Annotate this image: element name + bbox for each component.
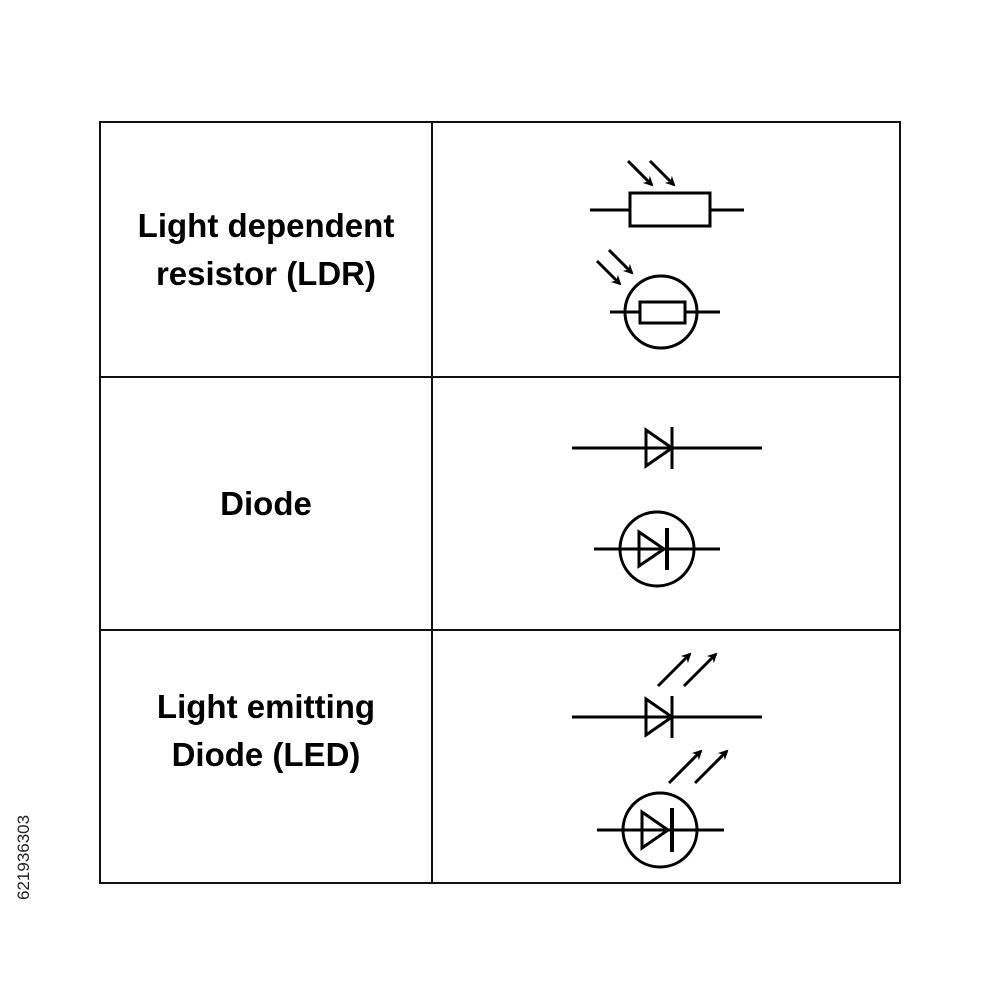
row-diode-label: Diode bbox=[220, 484, 312, 522]
row-ldr-label-line2: resistor (LDR) bbox=[155, 254, 376, 292]
row-divider-1 bbox=[101, 376, 899, 378]
light-arrow-icon bbox=[648, 159, 676, 187]
emitted-light-arrow-icon bbox=[667, 749, 703, 785]
row-divider-2 bbox=[101, 629, 899, 631]
emitted-light-arrow-icon bbox=[682, 652, 718, 688]
emitted-light-arrow-icon bbox=[656, 652, 692, 688]
light-arrow-icon bbox=[595, 259, 622, 286]
row-led-label: Light emitting Diode (LED) bbox=[157, 683, 375, 779]
row-diode-label-cell: Diode bbox=[101, 378, 431, 629]
symbol-table: Light dependent resistor (LDR) Diode Lig… bbox=[99, 121, 901, 884]
row-ldr-label: Light dependent resistor (LDR) bbox=[138, 202, 395, 298]
light-arrow-icon bbox=[626, 159, 654, 187]
row-led-label-line1: Light emitting bbox=[156, 688, 376, 725]
row-led-label-line2: Diode (LED) bbox=[171, 736, 361, 773]
stock-id-text: 621936303 bbox=[14, 814, 33, 900]
diode-symbol bbox=[572, 427, 762, 469]
stock-id-vertical: 621936303 bbox=[8, 760, 38, 900]
led-circle-symbol bbox=[597, 749, 729, 869]
ldr-circle-symbol bbox=[595, 248, 720, 350]
led-symbol bbox=[572, 652, 762, 738]
row-led-label-cell: Light emitting Diode (LED) bbox=[101, 631, 431, 831]
emitted-light-arrow-icon bbox=[693, 749, 729, 785]
row-ldr-label-line1: Light dependent bbox=[137, 206, 395, 244]
diode-circle-symbol bbox=[594, 510, 720, 588]
ldr-resistor-symbol bbox=[590, 159, 744, 228]
light-arrow-icon bbox=[607, 248, 634, 275]
row-ldr-label-cell: Light dependent resistor (LDR) bbox=[101, 123, 431, 376]
symbols-canvas bbox=[572, 159, 762, 869]
column-divider bbox=[431, 123, 433, 882]
